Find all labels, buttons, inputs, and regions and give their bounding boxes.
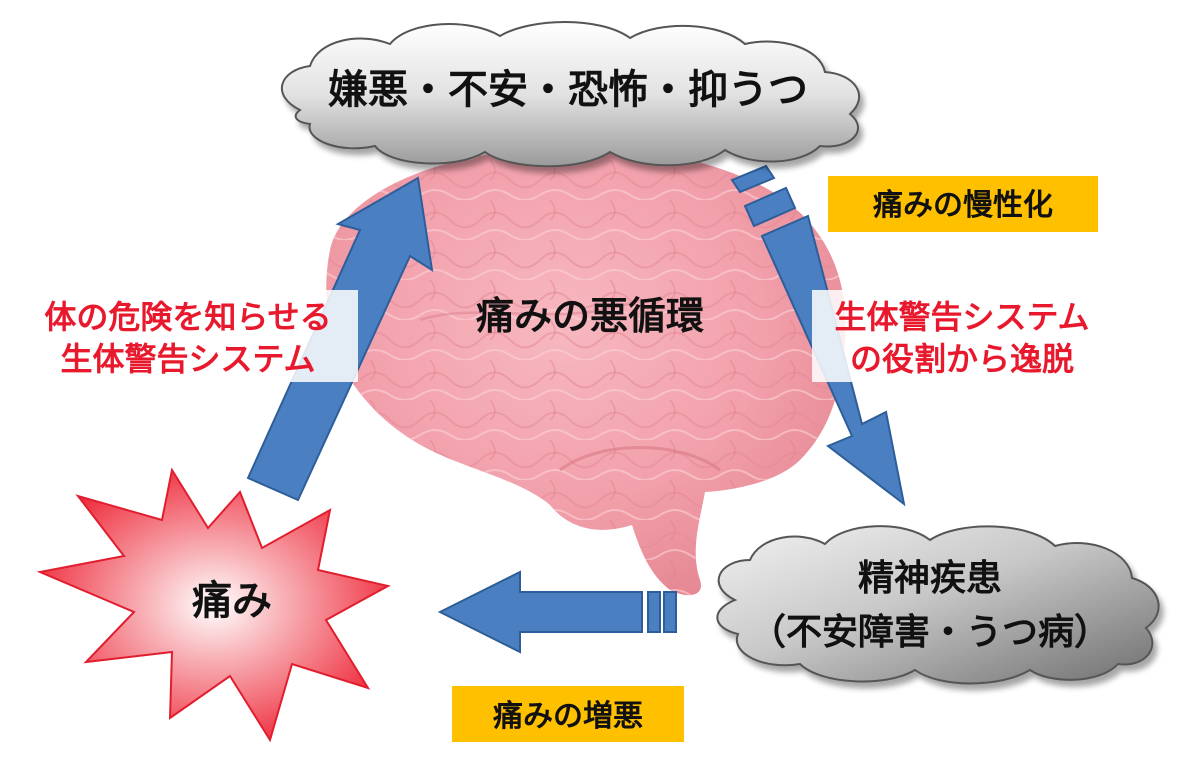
left-annotation-line2: 生体警告システム: [60, 340, 315, 378]
chronic-pain-badge-label: 痛みの慢性化: [873, 188, 1053, 223]
chronic-pain-badge: [828, 176, 1098, 232]
left-annotation-line1: 体の危険を知らせる: [44, 298, 331, 336]
emotion-cloud-label: 嫌悪・不安・恐怖・抑うつ: [328, 67, 808, 113]
brain-illustration: [326, 147, 846, 596]
worsening-pain-badge: [452, 686, 684, 742]
pain-burst: [36, 467, 391, 743]
worsening-pain-badge-label: 痛みの増悪: [493, 699, 643, 734]
mental-illness-line1: 精神疾患: [858, 558, 1002, 599]
arrow-left-to-pain: [437, 570, 677, 654]
mental-illness-cloud: [716, 525, 1160, 685]
pain-burst-label: 痛み: [192, 578, 272, 624]
emotion-cloud: [280, 21, 861, 168]
right-annotation: [812, 290, 1112, 382]
vicious-cycle-label: 痛みの悪循環: [476, 294, 704, 338]
right-annotation-line1: 生体警告システム: [834, 298, 1089, 336]
mental-illness-line2: （不安障害・うつ病）: [750, 612, 1110, 653]
left-annotation: [18, 290, 358, 382]
right-annotation-line2: の役割から逸脱: [850, 340, 1074, 378]
